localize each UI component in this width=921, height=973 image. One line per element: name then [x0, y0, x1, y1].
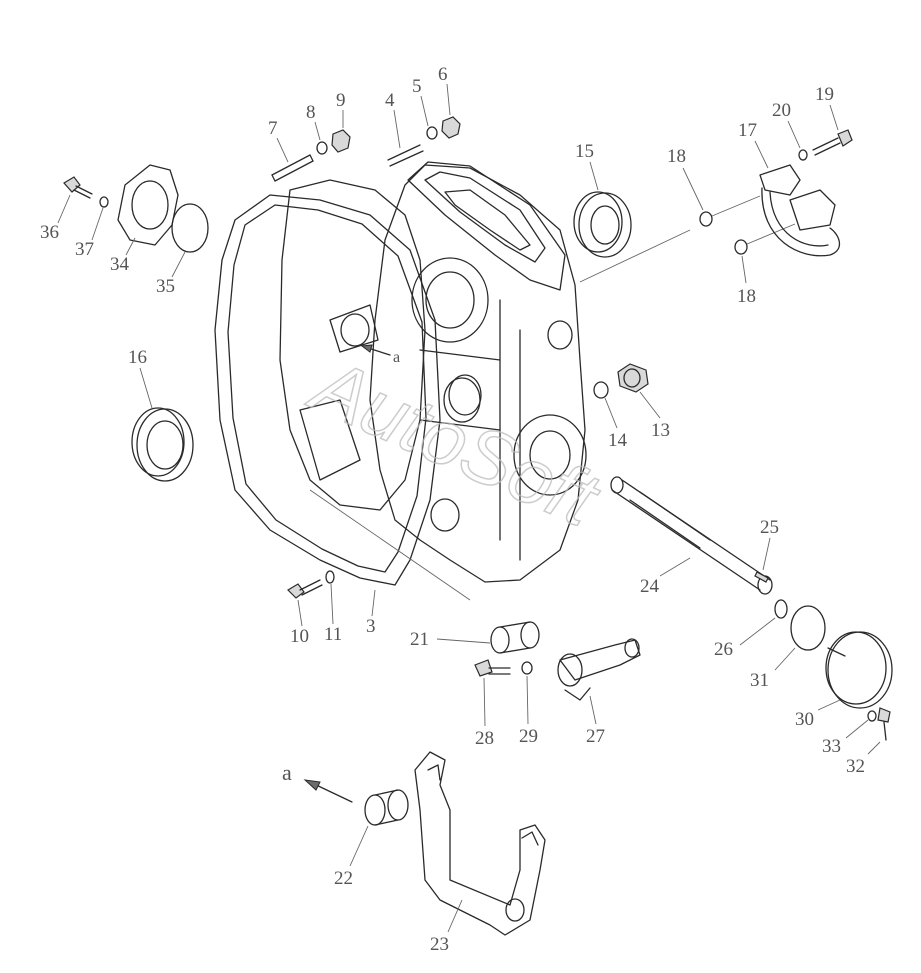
callout-31: 31 — [750, 670, 769, 691]
callout-30: 30 — [795, 709, 814, 730]
stud-7 — [271, 154, 314, 182]
callout-24: 24 — [640, 576, 660, 597]
front-flange — [279, 179, 481, 511]
callout-33: 33 — [822, 736, 841, 757]
callout-15: 15 — [575, 141, 594, 162]
callout-19: 19 — [815, 84, 834, 105]
callout-17: 17 — [738, 120, 757, 141]
callout-13: 13 — [651, 420, 670, 441]
plug-13 — [617, 363, 649, 393]
pin-25 — [754, 571, 769, 583]
callout-20: 20 — [772, 100, 791, 121]
nut-6 — [441, 116, 461, 139]
washer-20 — [798, 149, 808, 161]
callout-7: 7 — [268, 118, 278, 139]
callout-25: 25 — [760, 517, 779, 538]
callout-22: 22 — [334, 868, 353, 889]
callout-35: 35 — [156, 276, 175, 297]
arrow-label-upper: a — [393, 349, 400, 366]
washer-5 — [426, 126, 438, 140]
snap-ring-26 — [774, 599, 788, 619]
washer-37 — [99, 196, 109, 208]
callout-32: 32 — [846, 756, 865, 777]
bolt-36 — [63, 176, 93, 199]
washer-11 — [325, 570, 335, 584]
front-gasket — [214, 194, 441, 586]
callout-26: 26 — [714, 639, 733, 660]
callout-4: 4 — [385, 90, 395, 111]
callout-6: 6 — [438, 64, 448, 85]
bearing-15 — [573, 191, 632, 258]
nut-9 — [331, 129, 351, 153]
callout-5: 5 — [412, 76, 422, 97]
bolt-28 — [474, 659, 511, 677]
o-ring-18a — [699, 211, 713, 227]
washer-8 — [316, 141, 328, 155]
washer-29 — [521, 661, 533, 675]
shift-fork-23 — [414, 751, 546, 936]
o-ring-35 — [171, 203, 209, 253]
callout-18-lower: 18 — [737, 286, 756, 307]
callout-8: 8 — [306, 102, 316, 123]
callout-21: 21 — [410, 629, 429, 650]
direction-arrow-lower — [303, 779, 353, 803]
shaft-24 — [610, 476, 773, 595]
o-ring-31 — [790, 605, 826, 651]
callouts: 9 8 7 4 5 6 15 18 17 20 19 18 36 — [40, 64, 881, 955]
o-ring-14 — [593, 381, 609, 399]
arrow-label-lower: a — [282, 760, 292, 785]
callout-14: 14 — [608, 430, 628, 451]
callout-34: 34 — [110, 254, 130, 275]
callout-36: 36 — [40, 222, 59, 243]
callout-3: 3 — [366, 616, 376, 637]
bolt-10 — [287, 579, 323, 599]
oil-tube-17 — [759, 164, 841, 257]
callout-28: 28 — [475, 728, 494, 749]
bushing-22 — [364, 789, 409, 826]
callout-9: 9 — [336, 90, 346, 111]
callout-11: 11 — [324, 624, 342, 645]
washer-33 — [867, 710, 877, 722]
callout-18-upper: 18 — [667, 146, 686, 167]
callout-37: 37 — [75, 239, 94, 260]
bolt-19 — [812, 129, 853, 156]
lever-27 — [557, 638, 641, 701]
o-ring-18b — [734, 239, 748, 255]
callout-23: 23 — [430, 934, 449, 955]
bearing-16 — [131, 407, 194, 482]
callout-29: 29 — [519, 726, 538, 747]
cover-34 — [117, 164, 179, 246]
stud-4 — [387, 144, 424, 167]
direction-arrow-upper — [360, 344, 391, 356]
bushing-21 — [490, 621, 540, 654]
callout-16: 16 — [128, 347, 147, 368]
callout-27: 27 — [586, 726, 605, 747]
cover-30 — [825, 631, 893, 709]
transmission-case — [369, 161, 587, 583]
callout-10: 10 — [290, 626, 309, 647]
bolt-32 — [877, 707, 891, 741]
